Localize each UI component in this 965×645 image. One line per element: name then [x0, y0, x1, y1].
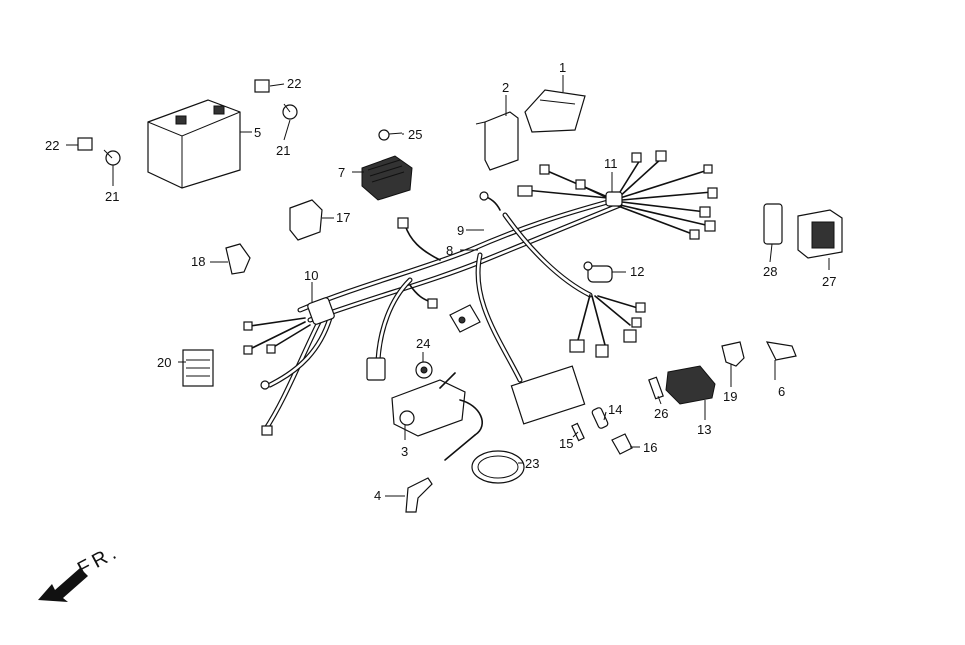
leader-lines — [66, 75, 830, 497]
relay-housing — [524, 89, 586, 133]
callout-24: 24 — [416, 336, 430, 351]
relay-27 — [797, 209, 843, 259]
callout-26: 26 — [654, 406, 668, 421]
callout-5: 5 — [254, 125, 261, 140]
fuse-holder-18 — [225, 243, 251, 275]
callout-13: 13 — [697, 422, 711, 437]
callout-15: 15 — [559, 436, 573, 451]
hose-clamp — [471, 450, 525, 484]
callout-2: 2 — [502, 80, 509, 95]
front-label: FR. — [74, 540, 123, 580]
regulator — [361, 155, 413, 201]
callout-16: 16 — [643, 440, 657, 455]
callout-27: 27 — [822, 274, 836, 289]
callout-23: 23 — [525, 456, 539, 471]
fuse-6 — [765, 341, 797, 361]
callout-11: 11 — [604, 156, 618, 171]
callout-8: 8 — [446, 243, 453, 258]
front-direction-arrow: FR. — [38, 540, 123, 602]
callout-21a: 21 — [105, 189, 119, 204]
callout-17: 17 — [336, 210, 350, 225]
spark-plug-cap — [405, 477, 433, 513]
callout-25: 25 — [408, 127, 422, 142]
fuse-19 — [721, 341, 745, 367]
relay-28 — [763, 203, 783, 245]
relay-17 — [289, 199, 323, 241]
callout-14: 14 — [608, 402, 622, 417]
callout-10: 10 — [304, 268, 318, 283]
callout-12: 12 — [630, 264, 644, 279]
callout-6: 6 — [778, 384, 785, 399]
callout-4: 4 — [374, 488, 381, 503]
callout-28: 28 — [763, 264, 777, 279]
callout-labels: 1 2 3 4 5 6 7 8 9 10 11 12 13 14 15 16 1… — [45, 60, 836, 503]
callout-1: 1 — [559, 60, 566, 75]
callout-7: 7 — [338, 165, 345, 180]
callout-3: 3 — [401, 444, 408, 459]
sensor-12 — [583, 261, 613, 283]
callout-19: 19 — [723, 389, 737, 404]
battery — [147, 99, 241, 189]
ignition-coil — [391, 361, 483, 461]
ecu-box — [475, 111, 519, 171]
callout-18: 18 — [191, 254, 205, 269]
callout-21b: 21 — [276, 143, 290, 158]
terminal-bolts — [77, 79, 403, 166]
wire-harness — [243, 150, 718, 436]
fuse-box — [665, 365, 716, 405]
callout-20: 20 — [157, 355, 171, 370]
small-fuses — [571, 376, 664, 455]
flasher-20 — [182, 349, 214, 387]
callout-22a: 22 — [45, 138, 59, 153]
callout-9: 9 — [457, 223, 464, 238]
callout-22b: 22 — [287, 76, 301, 91]
